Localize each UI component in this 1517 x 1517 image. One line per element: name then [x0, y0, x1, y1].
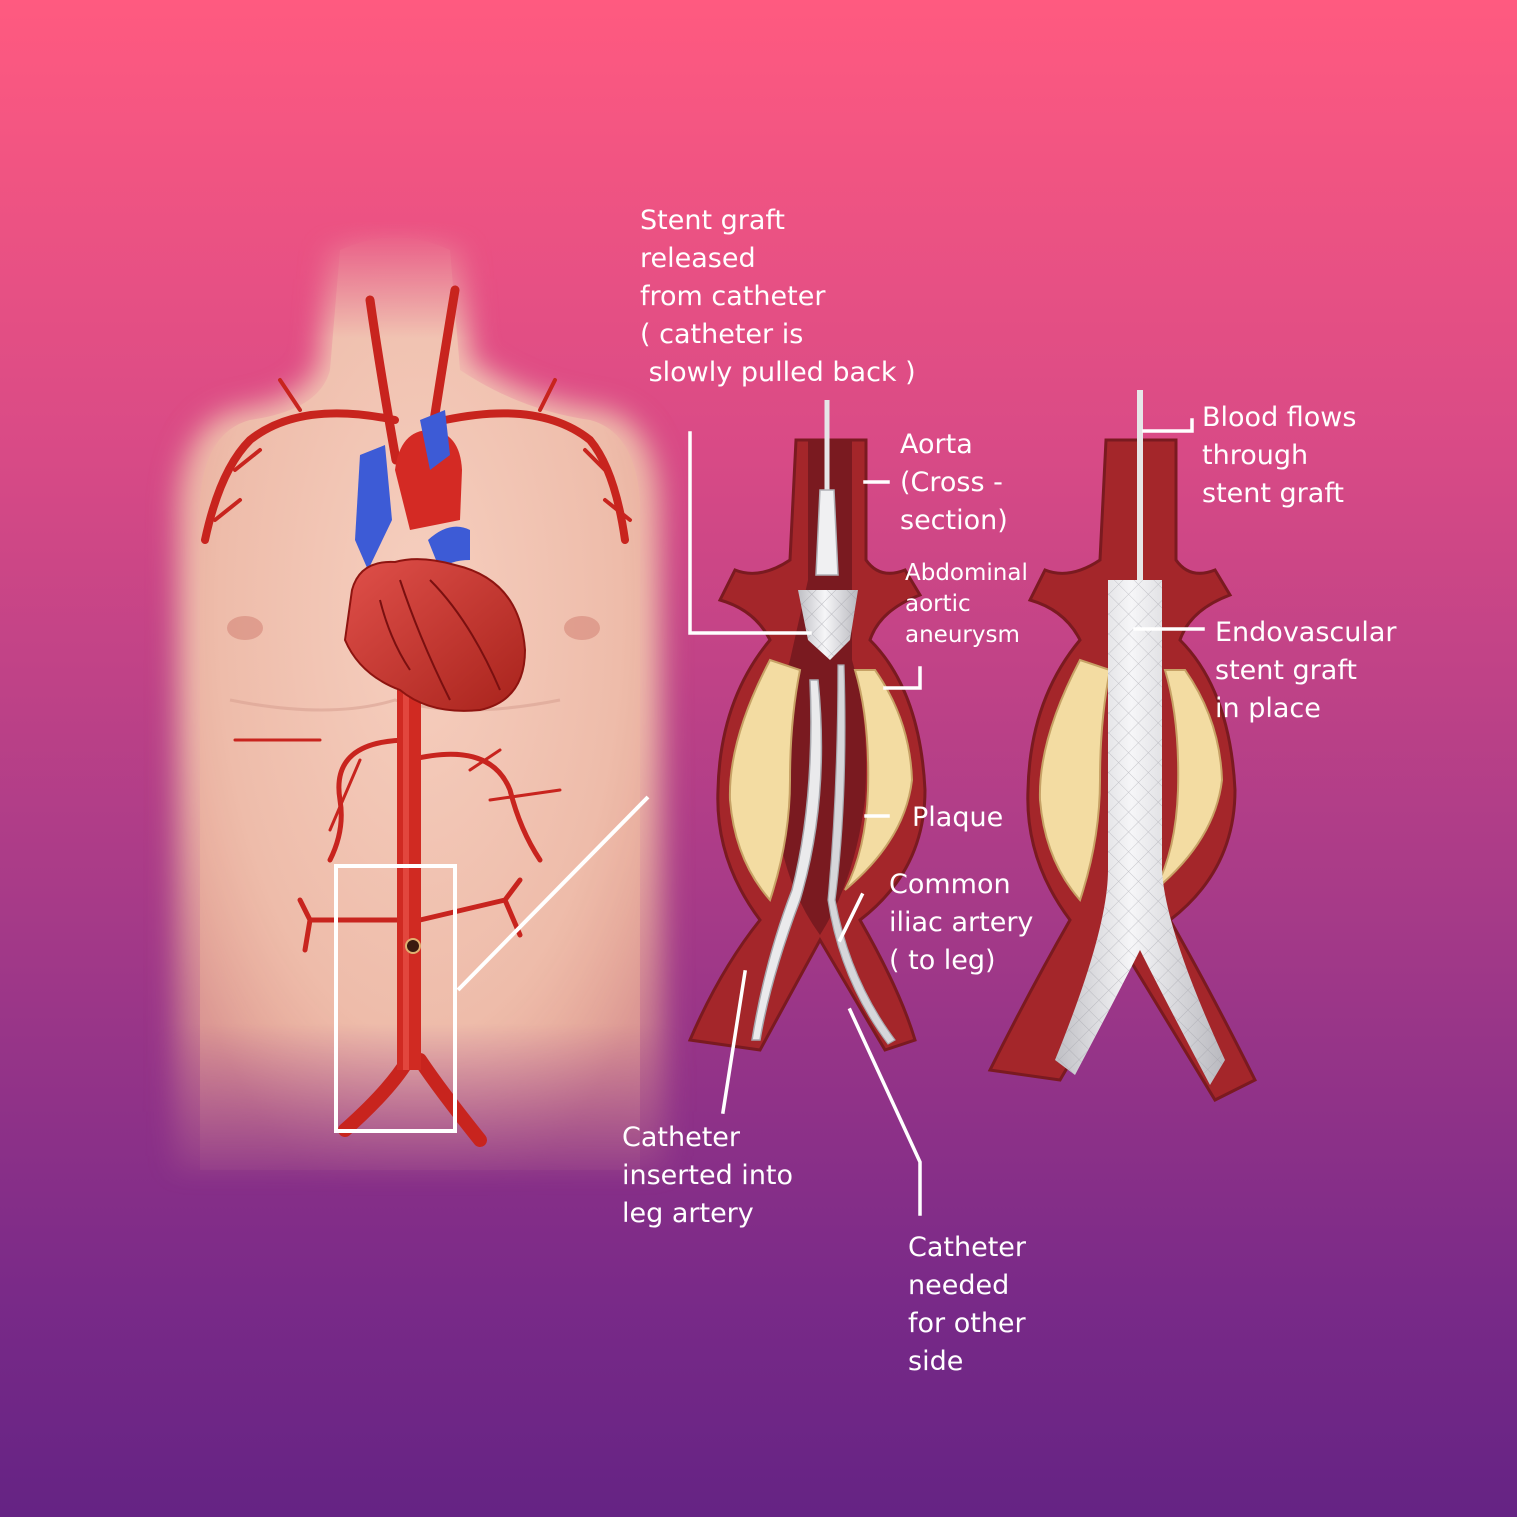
leader-catheter-other — [847, 1007, 922, 1216]
label-catheter-inserted: Catheter inserted into leg artery — [622, 1122, 794, 1229]
label-iliac: Common iliac artery ( to leg) — [889, 869, 1034, 976]
arterial-tree — [201, 285, 632, 1147]
leader-lines — [688, 418, 1205, 1216]
leader-catheter-inserted — [720, 969, 748, 1115]
inset-connector — [456, 795, 650, 992]
heart — [343, 410, 527, 712]
leader-aneurysm — [883, 666, 922, 690]
aorta-cross-section-deployed — [987, 390, 1258, 1102]
label-blood-flows: Blood flows through stent graft — [1202, 402, 1357, 509]
inset-box — [334, 864, 457, 1133]
aorta-cross-section-deploying — [687, 400, 927, 1052]
leader-iliac — [837, 892, 865, 943]
label-plaque: Plaque — [912, 802, 1004, 833]
aneurysm-site — [405, 938, 421, 954]
leader-blood-flows — [1142, 418, 1194, 433]
leader-stent-released — [688, 431, 812, 635]
label-endovascular: Endovascular stent graft in place — [1215, 617, 1397, 724]
label-aorta: Aorta (Cross - section) — [900, 429, 1008, 536]
label-aneurysm: Abdominal aortic aneurysm — [905, 560, 1028, 648]
label-catheter-other: Catheter needed for other side — [908, 1232, 1027, 1377]
label-stent-released: Stent graft released from catheter ( cat… — [640, 205, 916, 388]
